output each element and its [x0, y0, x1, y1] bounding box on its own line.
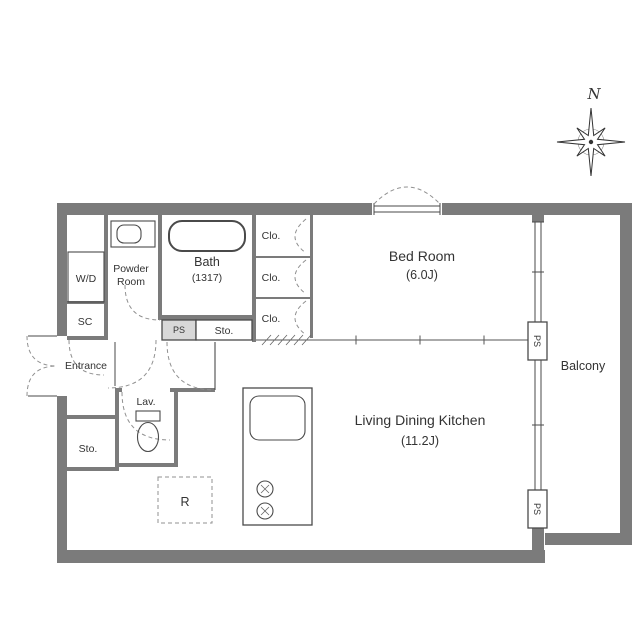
- storage-hall-label: Sto.: [215, 325, 234, 337]
- stove-burner-icon: [256, 502, 274, 520]
- closet3-door-swing: [294, 300, 307, 336]
- wall-sc-bottom: [67, 336, 104, 340]
- pipe-space-balcony-box: [527, 321, 548, 361]
- windows: [373, 203, 544, 491]
- ldk-size-label: (11.2J): [401, 434, 439, 448]
- stove-burner-icon: [260, 506, 270, 516]
- balcony-wall-right: [620, 203, 632, 545]
- closet1-label: Clo.: [262, 230, 281, 242]
- wall-lav-top-right: [170, 388, 215, 392]
- stove-burner-icon: [260, 484, 270, 494]
- pipe-space-hall-label: PS: [173, 325, 185, 335]
- stove-burner-icon: [256, 480, 274, 498]
- refrigerator-label: R: [180, 495, 189, 509]
- entrance-door-swing: [26, 335, 58, 367]
- top-window-opening: [372, 203, 442, 215]
- lavatory-label: Lav.: [136, 396, 155, 408]
- closet1-door-swing: [294, 218, 307, 254]
- wall-bath-bottom: [158, 315, 256, 320]
- partition-sliding-door: [256, 334, 532, 346]
- powder-door-swing: [107, 339, 157, 389]
- balcony-label: Balcony: [561, 359, 606, 373]
- lavatory-door-swing: [121, 391, 171, 441]
- powder-room-label: Room: [117, 276, 145, 288]
- compass-rose: N: [556, 85, 626, 177]
- partition-hatch: [301, 334, 312, 346]
- washer-dryer-label: W/D: [76, 273, 97, 285]
- wall-bath-right: [252, 215, 256, 342]
- wall-lav-bottom: [115, 463, 178, 467]
- wall-segment-right-bottom: [532, 528, 544, 563]
- bath-size-label: (1317): [192, 272, 222, 284]
- pipe-space-balcony-label: PS: [532, 335, 542, 347]
- wall-segment-top: [57, 203, 545, 215]
- closet2-door-swing: [294, 259, 307, 295]
- washer-dryer-box: [67, 251, 105, 303]
- wall-closet-bedroom: [310, 215, 313, 338]
- bedroom-label: Bed Room: [389, 248, 455, 264]
- wall-closet-divider1: [255, 256, 310, 258]
- balcony-wall-bottom: [545, 533, 632, 545]
- closet3-label: Clo.: [262, 313, 281, 325]
- partition-hatch: [269, 334, 280, 346]
- wall-segment-right-top: [532, 215, 544, 222]
- powder-room-label: Powder: [113, 263, 149, 275]
- shoe-closet-label: SC: [78, 316, 93, 328]
- wall-bath-left: [158, 215, 162, 315]
- wall-lav-left: [115, 388, 119, 467]
- storage-hall-box: [195, 319, 253, 341]
- partition-hatch: [261, 334, 272, 346]
- partition-hatch: [277, 334, 288, 346]
- labels: Bed Room (6.0J) Living Dining Kitchen (1…: [65, 230, 606, 515]
- wall-closet-divider2: [255, 297, 310, 299]
- partition-hatch: [293, 334, 304, 346]
- north-label: N: [586, 85, 601, 103]
- top-window-swing: [373, 186, 441, 205]
- toilet-tank-icon: [135, 410, 161, 422]
- bathtub-icon: [168, 220, 246, 252]
- vanity-counter-icon: [110, 220, 156, 248]
- bath-door-swing: [124, 284, 161, 321]
- refrigerator-box: [157, 476, 213, 524]
- pipe-space-balcony-label: PS: [532, 503, 542, 515]
- wall-segment-bottom: [57, 550, 545, 563]
- balcony-wall-top: [545, 203, 632, 215]
- toilet-bowl-icon: [136, 421, 160, 453]
- pipe-space-balcony-box: [527, 489, 548, 529]
- entrance-door-swing: [26, 365, 58, 397]
- wall-sto-bottom: [57, 467, 119, 471]
- ldk-door-swing: [166, 341, 216, 391]
- kitchen-counter-icon: [242, 387, 313, 526]
- shoe-closet-door-swing: [68, 339, 105, 376]
- door-swings: [26, 186, 441, 441]
- storage-lower-label: Sto.: [79, 443, 98, 455]
- vanity-sink-icon: [116, 224, 142, 244]
- bedroom-size-label: (6.0J): [406, 268, 438, 282]
- closet2-label: Clo.: [262, 272, 281, 284]
- wall-lav-right: [174, 388, 178, 467]
- partition-hatch: [285, 334, 296, 346]
- kitchen-sink-icon: [249, 395, 306, 441]
- fixtures: [67, 220, 548, 529]
- bath-label: Bath: [194, 255, 220, 269]
- compass-center-dot: [588, 139, 594, 145]
- entrance-opening: [57, 336, 67, 396]
- wall-powder-left: [104, 215, 108, 340]
- ldk-label: Living Dining Kitchen: [355, 412, 486, 428]
- wall-entrance-sto-divider: [57, 415, 115, 419]
- entrance-label: Entrance: [65, 360, 107, 372]
